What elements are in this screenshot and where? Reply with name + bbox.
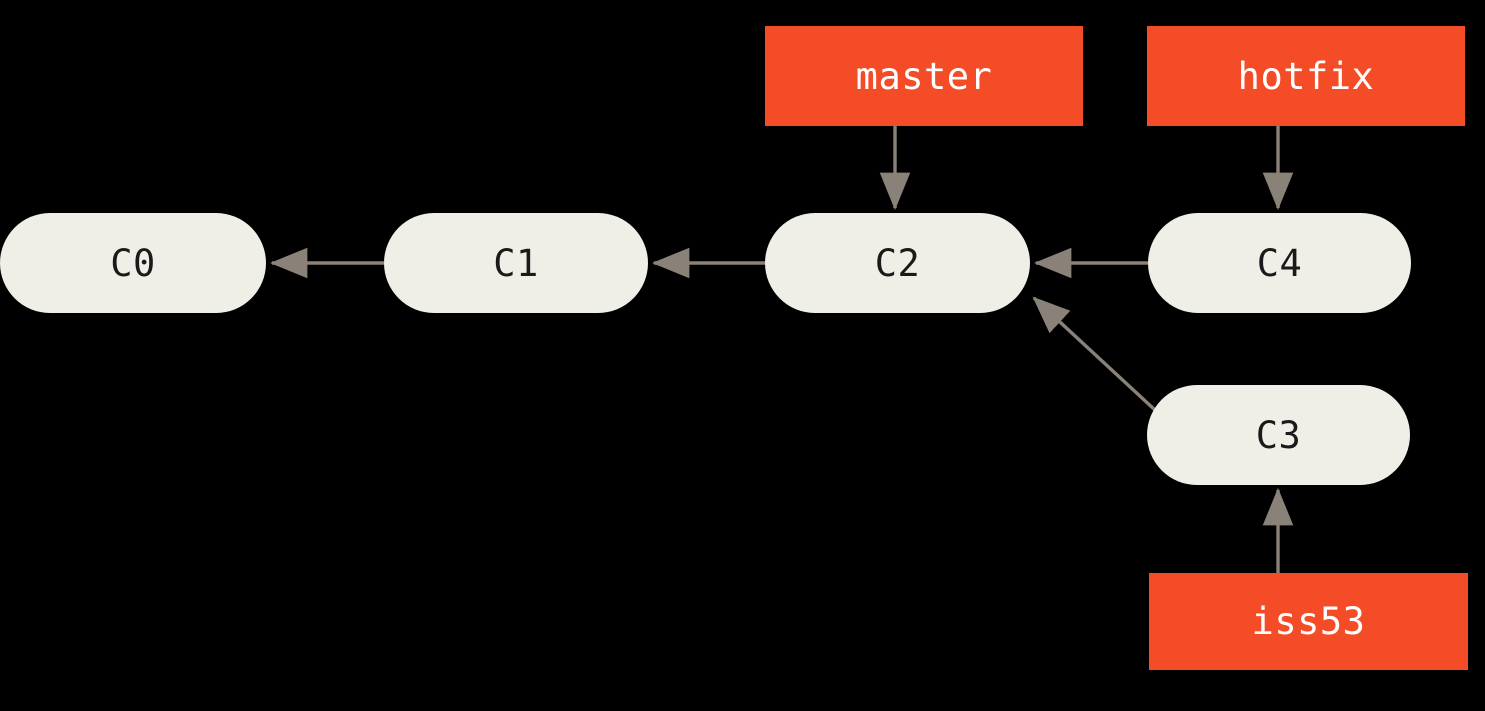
commit-node-c4[interactable]: C4 xyxy=(1148,213,1411,313)
commit-label-c2: C2 xyxy=(874,241,921,285)
commit-node-c3[interactable]: C3 xyxy=(1147,385,1410,485)
branch-box-hotfix[interactable]: hotfix xyxy=(1147,26,1465,126)
branch-box-master[interactable]: master xyxy=(765,26,1083,126)
commit-label-c0: C0 xyxy=(110,241,156,285)
commit-label-c1: C1 xyxy=(493,241,539,285)
commit-node-c2[interactable]: C2 xyxy=(765,213,1030,313)
commit-label-c3: C3 xyxy=(1255,413,1302,457)
edge-c3-to-c2 xyxy=(1032,296,1157,412)
branch-label-hotfix: hotfix xyxy=(1237,54,1375,98)
branch-box-iss53[interactable]: iss53 xyxy=(1149,573,1468,670)
commit-node-c0[interactable]: C0 xyxy=(0,213,266,313)
commit-node-c1[interactable]: C1 xyxy=(384,213,648,313)
commit-label-c4: C4 xyxy=(1256,241,1303,285)
branch-label-master: master xyxy=(855,54,993,98)
branch-label-iss53: iss53 xyxy=(1251,600,1366,643)
